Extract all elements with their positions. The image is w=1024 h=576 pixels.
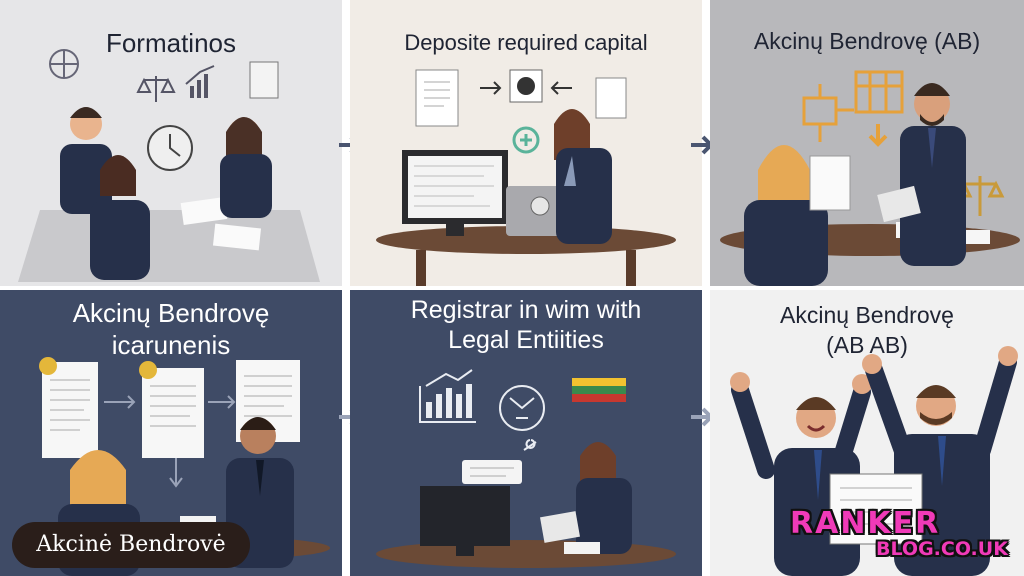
panel-ab: Akcinų Bendrovę (AB) xyxy=(710,0,1024,286)
arrow-icon xyxy=(480,81,502,95)
success-illustration xyxy=(730,346,1018,576)
paper xyxy=(564,542,600,554)
document xyxy=(809,155,851,211)
coat-of-arms-icon xyxy=(499,385,545,431)
scales-icon xyxy=(136,76,176,102)
panel-deposit: Deposite required capital xyxy=(350,0,702,286)
document-icon xyxy=(595,77,627,119)
document-icon xyxy=(249,61,279,99)
arrow-down-icon xyxy=(868,124,888,147)
brand-watermark: RANKER BLOG.CO.UK xyxy=(790,506,1020,572)
flag-badge-icon xyxy=(139,361,157,379)
plus-icon xyxy=(512,126,540,154)
brand-line1: RANKER xyxy=(790,506,941,541)
lithuanian-flag-icon xyxy=(572,378,626,402)
panel-title-line: Akcinų Bendrovę xyxy=(72,298,270,328)
clock-icon xyxy=(147,125,193,171)
ab-illustration xyxy=(720,70,1020,286)
tablet xyxy=(877,185,921,223)
desk xyxy=(18,210,320,282)
speech-bubble-icon xyxy=(462,460,522,484)
computer-monitor xyxy=(420,486,510,556)
panel-title: Formatinos xyxy=(105,28,237,58)
panel-title-line: Akcinų Bendrovę xyxy=(780,302,954,328)
person-left xyxy=(60,107,112,214)
person-man xyxy=(900,83,966,266)
deposit-illustration xyxy=(376,69,676,286)
bar-chart-icon xyxy=(426,384,472,418)
globe-icon xyxy=(49,49,79,79)
panel-registrar: Registrar in wim with Legal Entiities xyxy=(350,290,702,576)
panel-title: Deposite required capital xyxy=(404,30,648,55)
person-woman xyxy=(576,442,632,554)
flowchart-icon xyxy=(802,84,854,142)
computer-monitor xyxy=(402,150,508,236)
formation-illustration xyxy=(18,49,320,282)
panel-formation: Formatinos xyxy=(0,0,342,286)
flag-badge-icon xyxy=(39,357,57,375)
brand-line2: BLOG.CO.UK xyxy=(876,538,1008,560)
person-woman xyxy=(744,145,828,286)
paper xyxy=(180,197,228,225)
building-icon xyxy=(854,70,904,114)
person-center xyxy=(90,155,150,280)
registrar-illustration xyxy=(376,369,676,568)
bar-chart-icon xyxy=(185,65,215,98)
panel-title-line: Registrar in wim with xyxy=(410,296,642,324)
person-woman xyxy=(554,109,612,244)
panel-title-line: icarunenis xyxy=(111,330,231,360)
certificate-document xyxy=(829,473,923,545)
document xyxy=(142,368,204,458)
panel-title-line: Legal Entiities xyxy=(448,326,604,354)
arrow-icon xyxy=(550,81,572,95)
paper xyxy=(212,223,262,251)
panel-success: Akcinų Bendrovę (AB AB) xyxy=(710,290,1024,576)
scales-icon xyxy=(955,176,1005,216)
person-right xyxy=(220,117,272,218)
panel-title-line: (AB AB) xyxy=(826,332,908,358)
company-type-badge: Akcinė Bendrovė xyxy=(12,522,250,568)
tablet xyxy=(540,511,580,543)
panel-title: Akcinų Bendrovę (AB) xyxy=(753,28,981,54)
